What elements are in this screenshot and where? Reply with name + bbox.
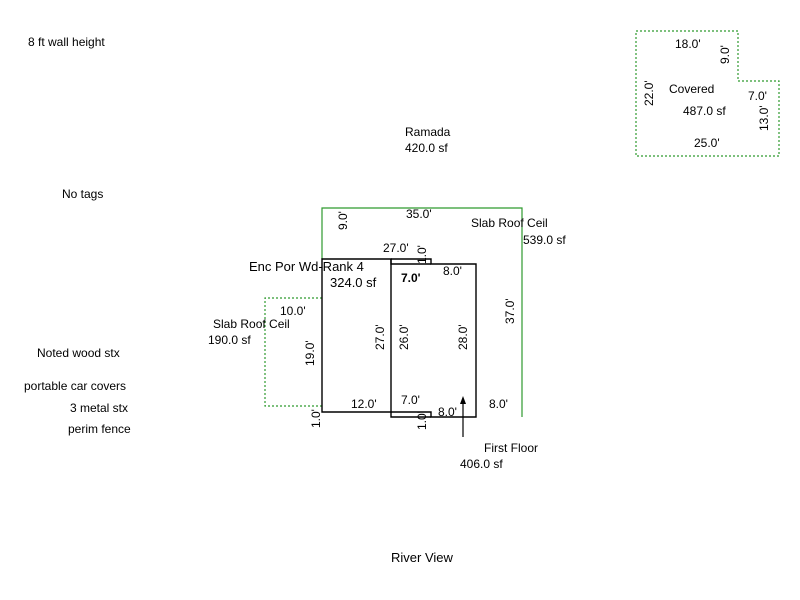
dim-bottom-notch: 1.0' [415,411,429,430]
enc-por-area: 324.0 sf [330,275,377,290]
slab-main-name: Slab Roof Ceil [471,216,548,230]
first-floor-name: First Floor [484,441,538,455]
slab-left-area: 190.0 sf [208,333,251,347]
dim-ff-top-a: 7.0' [401,271,421,285]
dim-slab-left-top: 10.0' [280,304,306,318]
slab-roof-left-outline [264,297,322,407]
ramada-name: Ramada [405,125,451,139]
dim-covered-right: 13.0' [757,105,771,131]
slab-main-area: 539.0 sf [523,233,566,247]
dim-covered-top: 18.0' [675,37,701,51]
dim-enc-top: 27.0' [383,241,409,255]
slab-left-name: Slab Roof Ceil [213,317,290,331]
first-floor-area: 406.0 sf [460,457,503,471]
covered-area: 487.0 sf [683,104,726,118]
dim-top-notch: 1.0' [415,245,429,264]
dim-enc-bottom: 12.0' [351,397,377,411]
dim-ff-top-b: 8.0' [443,264,462,278]
footer-river-view: River View [391,550,454,565]
dim-ff-bottom-a: 7.0' [401,393,420,407]
dim-enc-left: 27.0' [373,324,387,350]
dim-covered-bottom: 25.0' [694,136,720,150]
dim-slab-bottom-right: 8.0' [489,397,508,411]
first-floor-notch-top [390,259,431,265]
note-car-covers: portable car covers [24,379,126,393]
first-floor-notch-bottom [390,412,431,418]
note-perim-fence: perim fence [68,422,131,436]
dim-covered-notch-h: 7.0' [748,89,767,103]
dim-slab-right: 37.0' [503,298,517,324]
dim-slab-top: 35.0' [406,207,432,221]
first-floor-outline [391,258,477,418]
dim-ff-left: 26.0' [397,324,411,350]
covered-outline [635,30,780,157]
dim-covered-notch-v: 9.0' [718,45,732,64]
dim-slab-top-left: 9.0' [336,211,350,230]
note-metal-stx: 3 metal stx [70,401,128,415]
dim-ff-right: 28.0' [456,324,470,350]
dim-slab-left-side: 19.0' [303,340,317,366]
note-wall-height: 8 ft wall height [28,35,105,49]
enc-por-name: Enc Por Wd-Rank 4 [249,259,364,274]
dim-ff-bottom-b: 8.0' [438,405,457,419]
ramada-area: 420.0 sf [405,141,448,155]
slab-roof-main-outline [321,207,523,417]
dim-covered-left: 22.0' [642,80,656,106]
note-no-tags: No tags [62,187,103,201]
dim-enc-bottom-left: 1.0' [309,409,323,428]
entry-arrow-icon [460,396,466,404]
note-noted-wood: Noted wood stx [37,346,120,360]
covered-name: Covered [669,82,714,96]
